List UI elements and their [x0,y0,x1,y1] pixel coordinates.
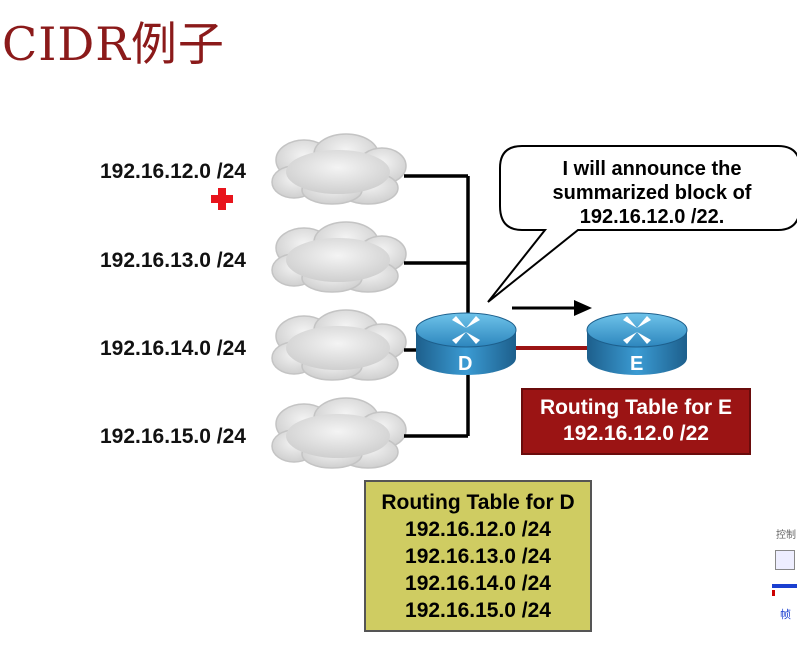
routing-table-d: Routing Table for D 192.16.12.0 /24 192.… [364,480,592,632]
network-cloud-4 [271,397,407,469]
routing-table-d-entry: 192.16.12.0 /24 [405,518,551,541]
side-widget-label: 控制 [776,530,796,541]
red-marker [772,590,775,596]
network-cloud-1 [271,133,407,205]
callout-line-3: 192.16.12.0 /22. [579,206,725,228]
network-cloud-3 [271,309,407,381]
network-label-3: 192.16.14.0 /24 [100,337,246,360]
router-e-label: E [630,353,644,375]
callout-line-2: summarized block of [552,182,752,204]
routing-table-e-title: Routing Table for E [539,396,733,419]
callout-line-1: I will announce the [562,158,742,180]
routing-table-d-entry: 192.16.15.0 /24 [405,599,551,622]
routing-table-e-entry: 192.16.12.0 /22 [563,422,709,445]
window-icon[interactable] [775,550,795,570]
side-widget-label-2: 帧 [780,609,791,621]
routing-table-d-title: Routing Table for D [381,491,575,514]
red-cross-icon [211,188,233,210]
routing-table-d-entry: 192.16.13.0 /24 [405,545,551,568]
router-d-icon [415,312,517,375]
network-links [404,174,470,438]
callout-bubble [487,145,797,303]
network-label-1: 192.16.12.0 /24 [100,160,246,183]
progress-bar [772,584,797,588]
announce-arrow [512,300,592,316]
router-d-label: D [458,353,473,375]
page-title: CIDR例子 [2,17,225,71]
side-control-widget[interactable]: 控制 帧 [772,522,797,632]
network-label-4: 192.16.15.0 /24 [100,425,246,448]
network-cloud-2 [271,221,407,293]
router-e-icon [586,312,688,375]
routing-table-e: Routing Table for E 192.16.12.0 /22 [521,388,751,455]
callout-text: I will announce the summarized block of … [512,157,792,229]
network-label-2: 192.16.13.0 /24 [100,249,246,272]
routing-table-d-entry: 192.16.14.0 /24 [405,572,551,595]
